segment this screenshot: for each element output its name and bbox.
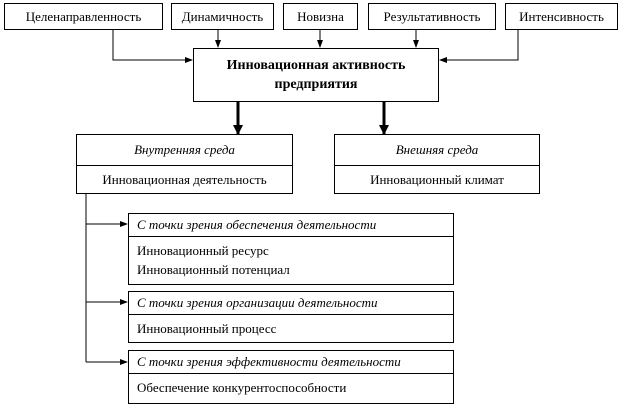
attribute-novelty-label: Новизна	[297, 8, 344, 24]
viewpoint-title-organization: С точки зрения организации деятельности	[129, 292, 453, 315]
viewpoint-box-provision: С точки зрения обеспечения деятельности …	[128, 213, 454, 285]
connector-purposefulness	[112, 29, 193, 63]
viewpoint-item: Обеспечение конкурентоспособности	[137, 380, 347, 395]
attribute-intensity: Интенсивность	[505, 3, 618, 30]
internal-environment-box: Внутренняя среда Инновационная деятельно…	[76, 134, 293, 194]
attribute-dynamism-label: Динамичность	[181, 8, 264, 24]
viewpoint-item: Инновационный процесс	[137, 321, 277, 336]
external-environment-title: Внешняя среда	[335, 135, 539, 166]
viewpoint-item: Инновационный потенциал	[137, 262, 290, 277]
connector-intensity	[439, 29, 519, 63]
viewpoint-items-provision: Инновационный ресурс Инновационный потен…	[129, 237, 453, 279]
viewpoint-title-efficiency: С точки зрения эффективности деятельност…	[129, 351, 453, 374]
viewpoint-item: Инновационный ресурс	[137, 243, 269, 258]
attribute-purposefulness-label: Целенаправленность	[25, 8, 142, 24]
internal-environment-title: Внутренняя среда	[77, 135, 292, 166]
viewpoint-items-organization: Инновационный процесс	[129, 315, 453, 338]
internal-environment-body: Инновационная деятельность	[102, 172, 267, 187]
attribute-effectiveness-label: Результативность	[383, 8, 481, 24]
innovation-activity-title-line1: Инновационная активность	[226, 58, 406, 73]
attribute-dynamism: Динамичность	[171, 3, 274, 30]
external-environment-box: Внешняя среда Инновационный климат	[334, 134, 540, 194]
viewpoint-title-provision: С точки зрения обеспечения деятельности	[129, 214, 453, 237]
viewpoint-items-efficiency: Обеспечение конкурентоспособности	[129, 374, 453, 397]
attribute-novelty: Новизна	[283, 3, 358, 30]
innovation-activity-title-line2: предприятия	[274, 77, 358, 92]
attribute-intensity-label: Интенсивность	[519, 8, 604, 24]
attribute-effectiveness: Результативность	[368, 3, 496, 30]
viewpoint-box-efficiency: С точки зрения эффективности деятельност…	[128, 350, 454, 404]
external-environment-body: Инновационный климат	[370, 172, 504, 187]
innovation-activity-box: Инновационная активность предприятия	[193, 48, 439, 102]
viewpoint-box-organization: С точки зрения организации деятельности …	[128, 291, 454, 343]
attribute-purposefulness: Целенаправленность	[4, 3, 163, 30]
